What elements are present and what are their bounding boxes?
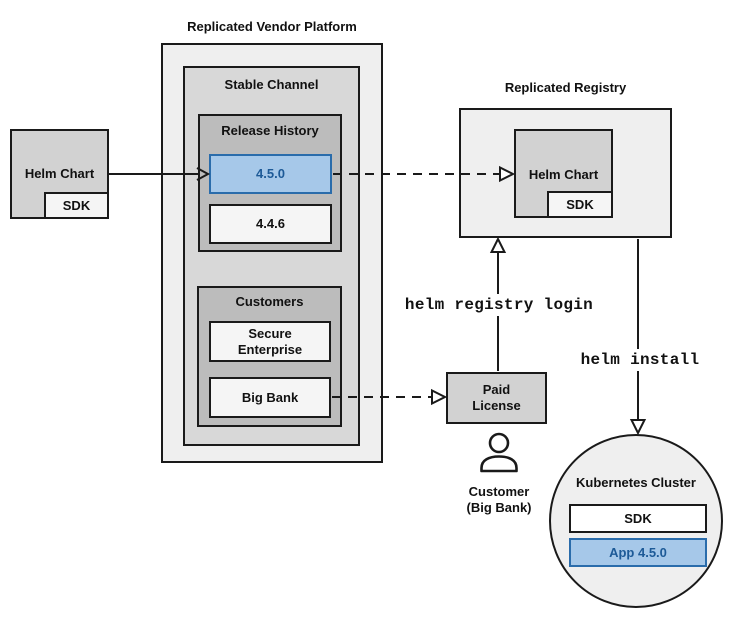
customer-label: Customer (Big Bank) <box>466 484 532 515</box>
cluster-sdk-box: SDK <box>569 504 707 533</box>
helm-registry-login-command: helm registry login <box>400 294 598 316</box>
release-item-446: 4.4.6 <box>209 204 332 244</box>
secure-enterprise-label: Secure Enterprise <box>237 325 303 357</box>
registry-sdk-label: SDK <box>566 196 594 212</box>
release-item-450: 4.5.0 <box>209 154 332 194</box>
arrow-registry-to-cluster <box>629 239 647 436</box>
customers-title: Customers <box>235 294 304 309</box>
cluster-app-label: App 4.5.0 <box>609 544 667 560</box>
customer-person-icon <box>480 432 518 473</box>
source-sdk-box: SDK <box>44 192 109 219</box>
paid-license-box: Paid License <box>446 372 547 424</box>
release-446-label: 4.4.6 <box>256 216 285 231</box>
cluster-app-box: App 4.5.0 <box>569 538 707 567</box>
source-sdk-label: SDK <box>62 197 91 213</box>
replicated-registry-title: Replicated Registry <box>504 80 627 95</box>
vendor-platform-title: Replicated Vendor Platform <box>187 19 357 34</box>
registry-helm-chart-label: Helm Chart <box>528 167 599 182</box>
customer-item-secure-enterprise: Secure Enterprise <box>209 321 331 362</box>
kubernetes-cluster-title: Kubernetes Cluster <box>576 475 696 490</box>
source-helm-chart-label: Helm Chart <box>24 166 95 181</box>
big-bank-label: Big Bank <box>241 389 299 405</box>
stable-channel-title: Stable Channel <box>224 77 319 92</box>
helm-install-command: helm install <box>576 349 704 371</box>
cluster-sdk-label: SDK <box>624 510 652 526</box>
release-history-title: Release History <box>221 123 319 138</box>
registry-sdk-box: SDK <box>547 191 613 218</box>
customer-item-big-bank: Big Bank <box>209 377 331 418</box>
paid-license-label: Paid License <box>472 382 521 413</box>
release-450-label: 4.5.0 <box>256 166 285 181</box>
